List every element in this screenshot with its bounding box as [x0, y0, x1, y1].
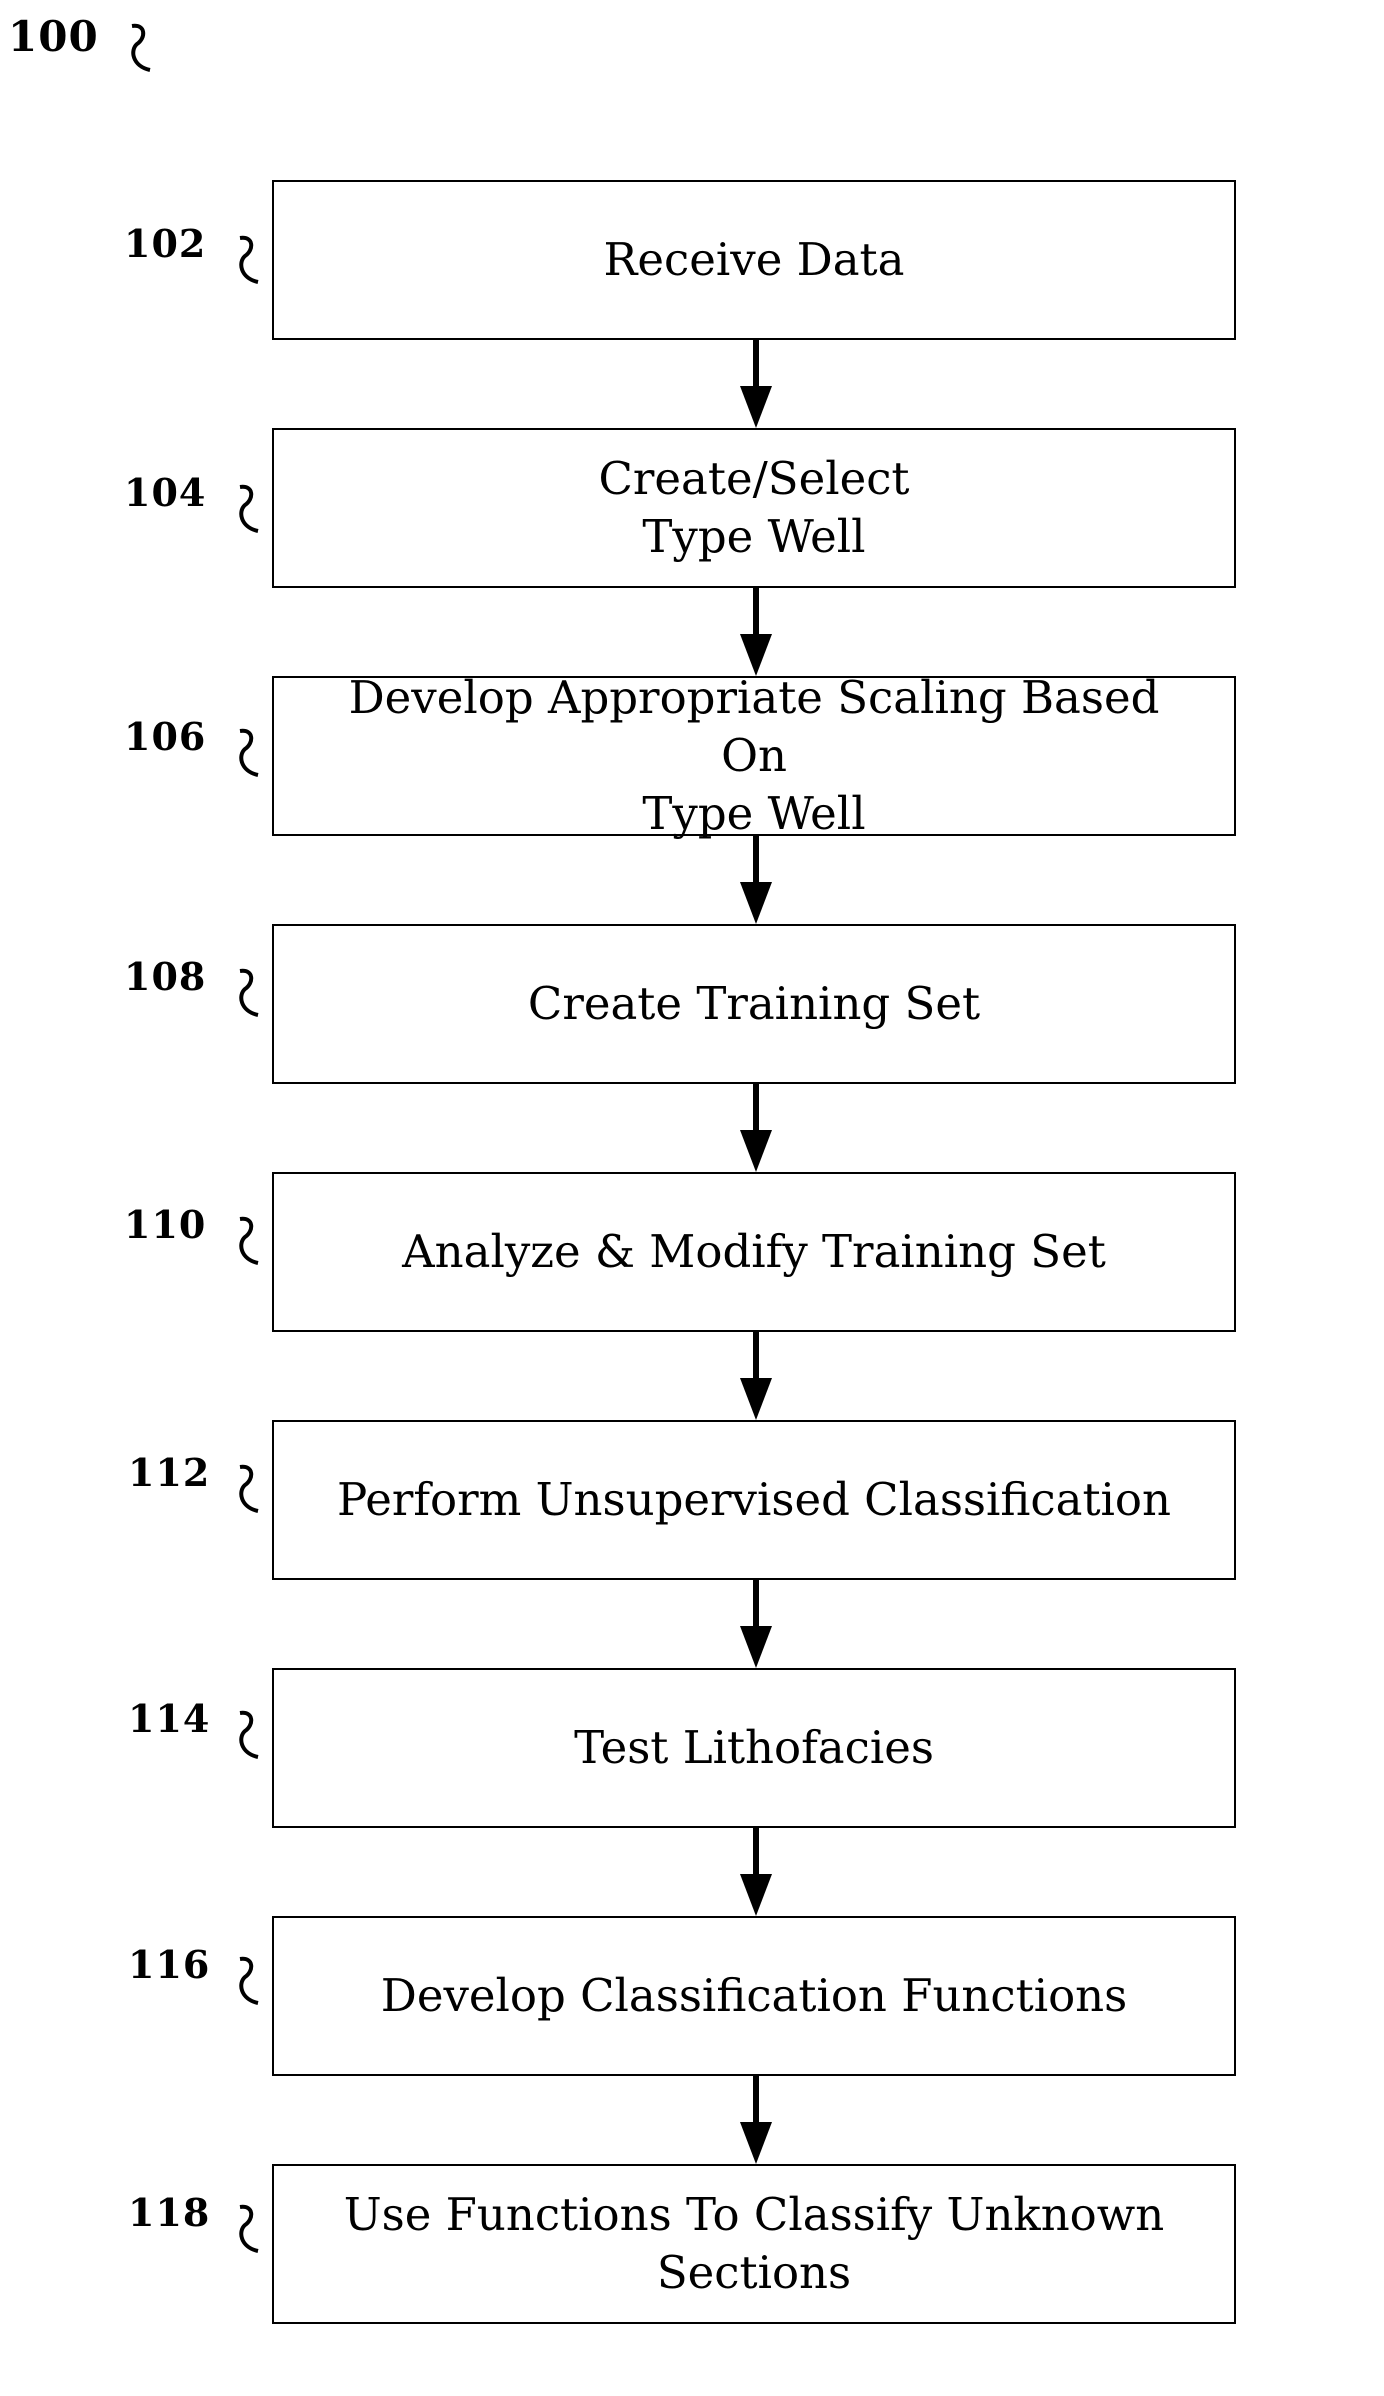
step-box-receive-data: Receive Data	[272, 180, 1236, 340]
step-box-develop-scaling: Develop Appropriate Scaling Based On Typ…	[272, 676, 1236, 836]
step-ref-leader-icon	[236, 1707, 264, 1765]
step-box-develop-classification-functions: Develop Classification Functions	[272, 1916, 1236, 2076]
arrow-down-icon	[740, 340, 772, 428]
step-ref-110: 110	[124, 1206, 206, 1244]
figure-label-leader-icon	[128, 20, 156, 78]
step-box-classify-unknown-sections: Use Functions To Classify Unknown Sectio…	[272, 2164, 1236, 2324]
step-ref-leader-icon	[236, 232, 264, 290]
step-text: Use Functions To Classify Unknown Sectio…	[344, 2186, 1165, 2302]
figure-label: 100	[8, 16, 99, 58]
step-box-analyze-modify-training-set: Analyze & Modify Training Set	[272, 1172, 1236, 1332]
arrow-down-icon	[740, 1580, 772, 1668]
step-ref-106: 106	[124, 718, 206, 756]
step-text: Test Lithofacies	[574, 1719, 934, 1777]
step-text: Develop Classification Functions	[381, 1967, 1128, 2025]
step-ref-leader-icon	[236, 1953, 264, 2011]
step-ref-leader-icon	[236, 1461, 264, 1519]
step-box-create-training-set: Create Training Set	[272, 924, 1236, 1084]
step-text: Develop Appropriate Scaling Based On Typ…	[314, 669, 1194, 843]
step-ref-leader-icon	[236, 2201, 264, 2259]
step-ref-112: 112	[128, 1454, 210, 1492]
step-ref-114: 114	[128, 1700, 210, 1738]
step-text: Create Training Set	[528, 975, 980, 1033]
step-ref-leader-icon	[236, 1213, 264, 1271]
step-text: Analyze & Modify Training Set	[402, 1223, 1106, 1281]
arrow-down-icon	[740, 1084, 772, 1172]
arrow-down-icon	[740, 1332, 772, 1420]
step-ref-leader-icon	[236, 725, 264, 783]
arrow-down-icon	[740, 836, 772, 924]
step-text: Receive Data	[604, 231, 905, 289]
step-ref-leader-icon	[236, 481, 264, 539]
step-ref-116: 116	[128, 1946, 210, 1984]
step-box-unsupervised-classification: Perform Unsupervised Classification	[272, 1420, 1236, 1580]
step-ref-118: 118	[128, 2194, 210, 2232]
step-text: Create/Select Type Well	[598, 450, 909, 566]
arrow-down-icon	[740, 2076, 772, 2164]
step-ref-104: 104	[124, 474, 206, 512]
step-box-create-select-type-well: Create/Select Type Well	[272, 428, 1236, 588]
step-ref-102: 102	[124, 225, 206, 263]
step-ref-leader-icon	[236, 965, 264, 1023]
arrow-down-icon	[740, 1828, 772, 1916]
step-ref-108: 108	[124, 958, 206, 996]
step-box-test-lithofacies: Test Lithofacies	[272, 1668, 1236, 1828]
step-text: Perform Unsupervised Classification	[337, 1471, 1171, 1529]
arrow-down-icon	[740, 588, 772, 676]
